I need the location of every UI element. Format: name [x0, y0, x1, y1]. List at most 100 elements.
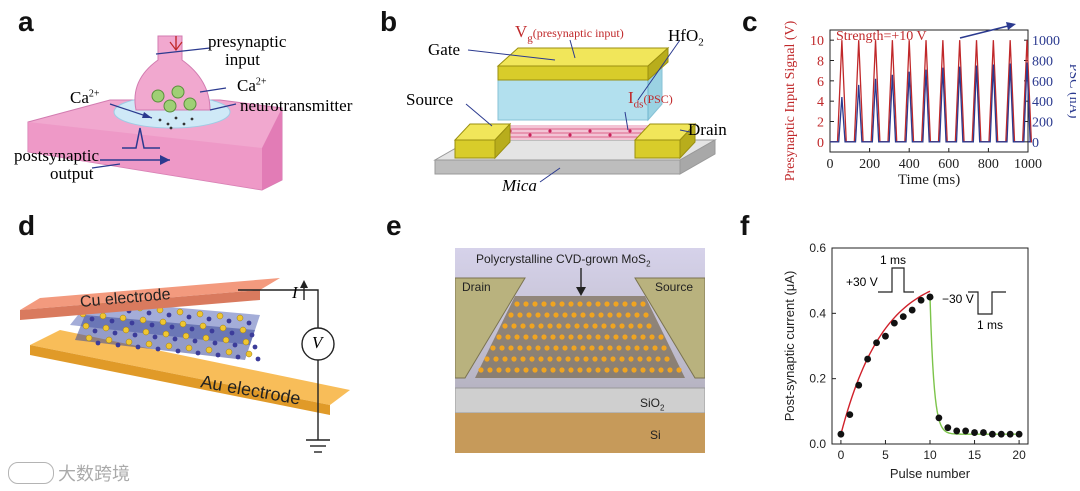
sulfur-atom: [586, 334, 592, 340]
sulfur-atom: [547, 356, 553, 362]
y-right-tick-label: 1000: [1032, 34, 1060, 49]
x-tick-label: 15: [968, 448, 982, 462]
sulfur-atom: [544, 345, 550, 351]
sulfur-atom: [511, 323, 517, 329]
depression-point: [1015, 430, 1023, 438]
panel-d-diagram: [20, 278, 350, 453]
sulfur-atom: [583, 356, 589, 362]
label-mica: Mica: [502, 176, 537, 195]
panel-e-device-render: [455, 248, 705, 453]
vg-main: V: [515, 22, 528, 41]
watermark-logo-icon: [8, 462, 54, 484]
y-left-axis-label: Presynaptic Input Signal (V): [783, 20, 798, 181]
au-electrode: [30, 330, 350, 405]
sulfur-atom: [484, 356, 490, 362]
sulfur-atom: [517, 345, 523, 351]
drain-electrode-render: [455, 277, 526, 379]
sulfur-atom: [568, 367, 574, 373]
sulfur-atom: [559, 334, 565, 340]
sulfur-atom: [205, 346, 213, 354]
y-left-tick-label: 6: [817, 75, 824, 90]
mos2-title-sub: 2: [646, 259, 651, 269]
sulfur-atom: [499, 345, 505, 351]
sulfur-atom: [517, 312, 523, 318]
sulfur-atom: [99, 312, 107, 320]
sulfur-atom: [568, 334, 574, 340]
trend-arrow-head: [1006, 22, 1016, 30]
sulfur-atom: [577, 334, 583, 340]
y-tick-label: 0.0: [809, 437, 826, 451]
sulfur-atom: [616, 312, 622, 318]
watermark: 大数跨境: [8, 460, 130, 486]
sulfur-atom: [547, 323, 553, 329]
sulfur-atom: [559, 367, 565, 373]
sulfur-atom: [82, 322, 90, 330]
panel-a-synapse-diagram: [27, 35, 283, 191]
depression-point: [997, 430, 1005, 438]
sulfur-atom: [646, 323, 652, 329]
series-input-line: [830, 40, 1033, 143]
depression-fit-line: [929, 296, 1019, 435]
sulfur-atom: [607, 345, 613, 351]
sulfur-atom: [487, 367, 493, 373]
potentiation-fit-line: [840, 290, 931, 435]
label-output: output: [50, 164, 94, 183]
sulfur-atom: [523, 367, 529, 373]
sulfur-atom: [505, 367, 511, 373]
molybdenum-atom: [232, 342, 238, 348]
molybdenum-atom: [215, 352, 221, 358]
sulfur-atom: [658, 367, 664, 373]
sulfur-atom: [550, 334, 556, 340]
sulfur-atom: [613, 301, 619, 307]
sulfur-atom: [520, 323, 526, 329]
sulfur-atom: [523, 301, 529, 307]
sulfur-atom: [550, 367, 556, 373]
sulfur-atom: [586, 301, 592, 307]
sulfur-atom: [541, 301, 547, 307]
sulfur-atom: [535, 345, 541, 351]
potentiation-point: [873, 339, 880, 347]
sulfur-atom: [589, 345, 595, 351]
sulfur-atom: [613, 334, 619, 340]
sulfur-atom: [595, 367, 601, 373]
sulfur-atom: [511, 356, 517, 362]
sio2-main: SiO: [640, 396, 661, 410]
chart-annotation: Strength=+10 V: [836, 29, 927, 44]
sulfur-atom: [245, 350, 253, 358]
label-postsynaptic: postsynaptic: [14, 146, 99, 165]
cu-electrode: [20, 278, 280, 310]
y-tick-label: 0.6: [809, 241, 826, 255]
label-hfo2: HfO2: [668, 26, 704, 48]
label-e-source: Source: [655, 280, 694, 294]
sulfur-atom: [595, 301, 601, 307]
vg-paren: (presynaptic input): [532, 26, 624, 40]
sulfur-atom: [634, 312, 640, 318]
sulfur-atom: [165, 342, 173, 350]
molybdenum-atom: [135, 344, 141, 350]
sulfur-atom: [604, 334, 610, 340]
panel-d-letter: d: [18, 210, 36, 241]
molybdenum-atom: [155, 346, 161, 352]
sulfur-atom: [613, 367, 619, 373]
molybdenum-atom: [95, 340, 101, 346]
sulfur-atom: [568, 301, 574, 307]
potentiation-point: [837, 430, 845, 438]
molybdenum-atom: [206, 316, 212, 322]
x-tick-label: 1000: [1014, 157, 1042, 172]
sulfur-atom: [583, 323, 589, 329]
sulfur-atom: [514, 301, 520, 307]
molybdenum-atom: [235, 354, 241, 360]
sulfur-atom: [478, 367, 484, 373]
vesicle: [183, 97, 197, 111]
sulfur-atom: [502, 323, 508, 329]
sulfur-atom: [610, 356, 616, 362]
molybdenum-atom: [189, 326, 195, 332]
sulfur-atom: [601, 323, 607, 329]
sulfur-atom: [631, 367, 637, 373]
panel-c-letter: c: [742, 6, 758, 37]
molybdenum-atom: [252, 344, 258, 350]
sulfur-atom: [661, 345, 667, 351]
sulfur-atom: [589, 312, 595, 318]
sulfur-atom: [562, 345, 568, 351]
